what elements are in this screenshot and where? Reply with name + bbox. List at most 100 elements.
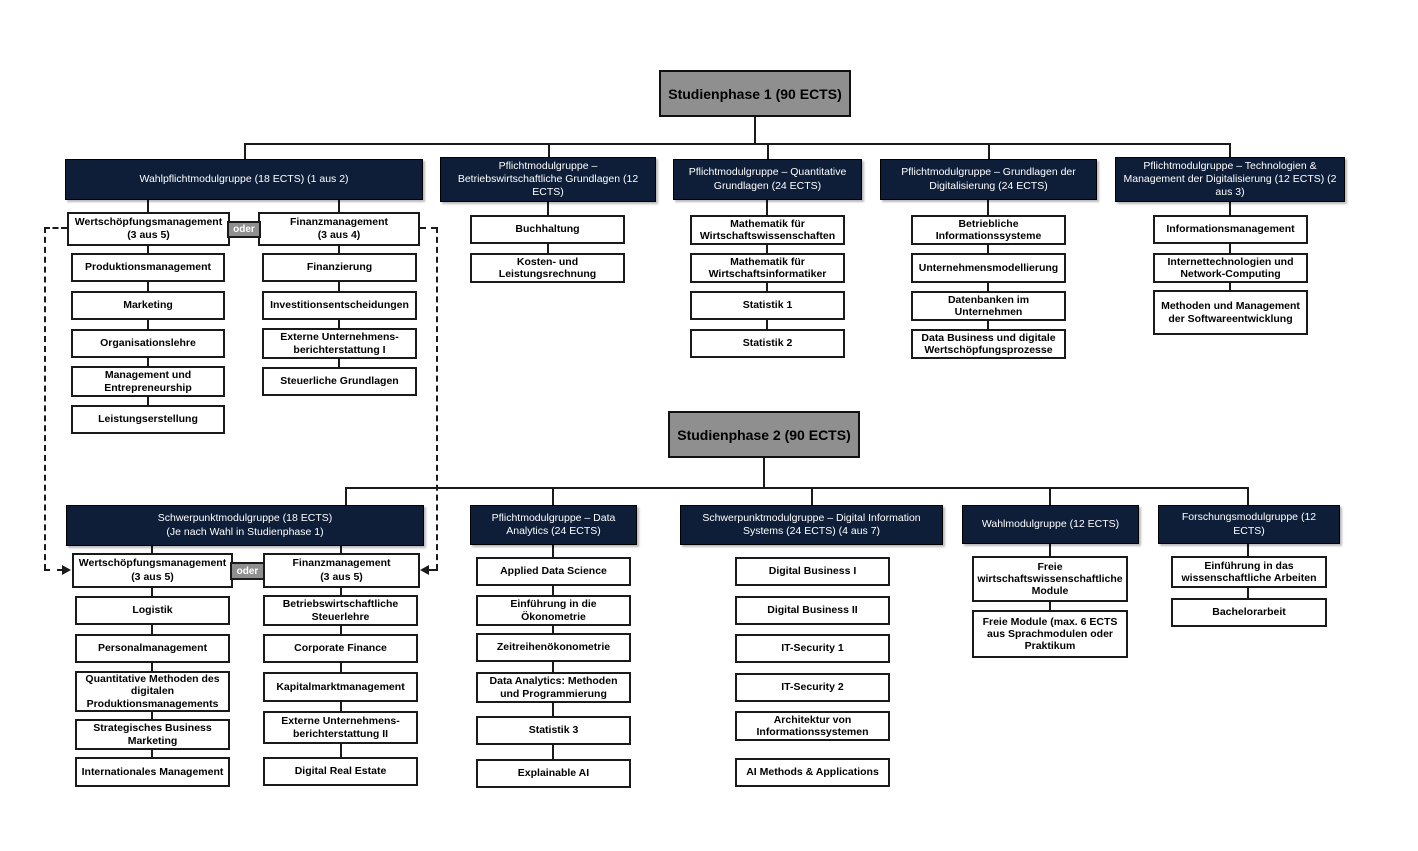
arrowhead-right-icon xyxy=(62,565,71,575)
module-box: Internettechnologien und Network-Computi… xyxy=(1153,253,1308,283)
module-box: Statistik 3 xyxy=(476,716,631,745)
connector xyxy=(987,283,989,291)
connector xyxy=(151,663,153,671)
module-box: Marketing xyxy=(71,291,225,320)
connector xyxy=(766,283,768,291)
module-box: Steuerliche Grundlagen xyxy=(262,367,417,396)
dashed-connector xyxy=(429,569,438,571)
module-box: Statistik 1 xyxy=(690,291,845,320)
connector xyxy=(552,487,554,505)
group-header-forschungsmodulgruppe: Forschungsmodulgruppe (12 ECTS) xyxy=(1158,505,1340,544)
connector xyxy=(147,358,149,366)
connector xyxy=(1229,202,1231,215)
subgroup-header-wertschoepfungsmanagement-p1: Wertschöpfungsmanagement (3 aus 5) xyxy=(67,212,230,246)
connector xyxy=(147,320,149,329)
module-box: Digital Business I xyxy=(735,557,890,586)
connector xyxy=(147,397,149,405)
connector xyxy=(151,712,153,719)
module-box: Architektur von Informationssystemen xyxy=(735,711,890,741)
module-box: Personalmanagement xyxy=(75,634,230,663)
module-box: Einführung in das wissenschaftliche Arbe… xyxy=(1171,556,1327,588)
connector xyxy=(1247,588,1249,598)
group-subtitle: (Je nach Wahl in Studienphase 1) xyxy=(166,525,324,538)
module-box: Freie wirtschaftswissenschaftliche Modul… xyxy=(972,556,1128,602)
module-box: Data Analytics: Methoden und Programmier… xyxy=(476,672,631,703)
module-box: Organisationslehre xyxy=(71,329,225,358)
connector xyxy=(147,246,149,253)
connector xyxy=(340,588,342,595)
module-box: Explainable AI xyxy=(476,759,631,788)
connector xyxy=(811,487,813,505)
arrowhead-left-icon xyxy=(420,565,429,575)
group-header-data-analytics: Pflichtmodulgruppe – Data Analytics (24 … xyxy=(470,505,637,545)
module-box: Finanzierung xyxy=(262,253,417,282)
module-box: Digital Real Estate xyxy=(263,757,418,786)
connector xyxy=(151,588,153,596)
module-box: Unternehmensmodellierung xyxy=(911,253,1066,283)
group-header-schwerpunktmodulgruppe: Schwerpunktmodulgruppe (18 ECTS) (Je nac… xyxy=(66,505,424,546)
phase-2-title-box: Studienphase 2 (90 ECTS) xyxy=(668,411,860,458)
module-box: Zeitreihenökonometrie xyxy=(476,633,631,662)
connector xyxy=(547,202,549,215)
connector xyxy=(552,586,554,595)
module-box: Betriebswirtschaftliche Steuerlehre xyxy=(263,595,418,626)
module-box: Methoden und Management der Softwareentw… xyxy=(1153,290,1308,335)
connector xyxy=(1229,143,1231,160)
connector xyxy=(151,750,153,757)
subgroup-subtitle: (3 aus 5) xyxy=(320,570,363,583)
subgroup-subtitle: (3 aus 5) xyxy=(127,229,170,241)
subgroup-title: Wertschöpfungsmanagement xyxy=(74,215,223,228)
dashed-connector xyxy=(44,227,67,229)
connector xyxy=(345,487,1249,489)
group-header-grundlagen-digitalisierung: Pflichtmodulgruppe – Grundlagen der Digi… xyxy=(880,159,1097,200)
oder-connector-p2: oder xyxy=(230,562,265,580)
module-box: Logistik xyxy=(75,596,230,625)
module-box: AI Methods & Applications xyxy=(735,758,890,787)
connector xyxy=(1247,544,1249,556)
module-box: Externe Unternehmens-berichterstattung I… xyxy=(263,711,418,744)
subgroup-header-finanzmanagement-p2: Finanzmanagement (3 aus 5) xyxy=(263,553,420,588)
module-box: Kapitalmarktmanagement xyxy=(263,672,418,702)
connector xyxy=(552,745,554,759)
connector xyxy=(763,458,765,489)
module-box: Einführung in die Ökonometrie xyxy=(476,595,631,626)
module-box: Corporate Finance xyxy=(263,634,418,663)
connector xyxy=(548,143,550,160)
module-box: Mathematik für Wirtschaftswissenschaften xyxy=(690,215,845,245)
group-header-wahlpflichtmodulgruppe: Wahlpflichtmodulgruppe (18 ECTS) (1 aus … xyxy=(65,159,423,200)
module-box: Mathematik für Wirtschaftsinformatiker xyxy=(690,253,845,283)
module-box: Data Business und digitale Wertschöpfung… xyxy=(911,329,1066,359)
subgroup-subtitle: (3 aus 5) xyxy=(131,570,174,583)
module-box: Investitionsentscheidungen xyxy=(262,291,417,320)
module-box: Betriebliche Informationssysteme xyxy=(911,215,1066,245)
subgroup-title: Finanzmanagement xyxy=(289,215,389,228)
connector xyxy=(151,625,153,634)
module-box: IT-Security 2 xyxy=(735,673,890,702)
connector xyxy=(340,702,342,711)
dashed-connector xyxy=(44,227,46,570)
connector xyxy=(147,282,149,291)
connector xyxy=(338,320,340,328)
module-box: Leistungserstellung xyxy=(71,405,225,434)
connector xyxy=(1049,487,1051,505)
module-box: Strategisches Business Marketing xyxy=(75,719,230,750)
dashed-connector xyxy=(44,569,63,571)
connector xyxy=(340,744,342,757)
group-header-bw-grundlagen: Pflichtmodulgruppe – Betriebswirtschaftl… xyxy=(440,157,656,202)
connector xyxy=(338,200,340,212)
connector xyxy=(1229,244,1231,253)
module-box: Datenbanken im Unternehmen xyxy=(911,291,1066,321)
connector xyxy=(340,546,342,553)
connector xyxy=(340,663,342,672)
subgroup-title: Finanzmanagement xyxy=(292,557,391,570)
connector xyxy=(766,200,768,215)
connector xyxy=(338,282,340,291)
connector xyxy=(766,245,768,253)
subgroup-title: Wertschöpfungsmanagement xyxy=(78,557,227,570)
group-header-digital-information-systems: Schwerpunktmodulgruppe – Digital Informa… xyxy=(680,505,943,545)
connector xyxy=(552,703,554,716)
connector xyxy=(754,117,756,144)
subgroup-subtitle: (3 aus 4) xyxy=(317,229,361,241)
connector xyxy=(151,546,153,553)
connector xyxy=(766,320,768,329)
